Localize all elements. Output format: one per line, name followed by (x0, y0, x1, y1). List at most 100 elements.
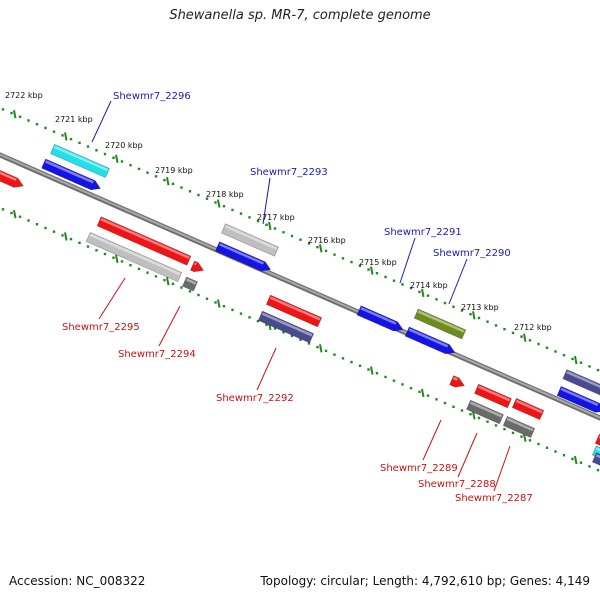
tick-dot (52, 230, 56, 233)
major-tick (370, 266, 374, 275)
major-tick (217, 199, 221, 208)
tick-dot (545, 446, 549, 449)
leader-line (256, 347, 277, 391)
leader-line (262, 177, 271, 225)
major-tick (319, 344, 323, 353)
tick-dot (350, 360, 353, 364)
gene-feature (502, 416, 536, 438)
tick-dot (61, 234, 64, 237)
tick-dot (197, 193, 200, 197)
ruler-label: 2718 kbp (206, 190, 244, 199)
gene-shine (54, 145, 109, 172)
major-tick (370, 366, 374, 375)
tick-dot (103, 152, 107, 156)
tick-dot (554, 450, 557, 453)
tick-dot (469, 313, 472, 316)
tick-dot (418, 390, 421, 394)
ruler-label: 2712 kbp (514, 323, 552, 332)
tick-dot (520, 435, 523, 438)
tick-dot (197, 293, 200, 297)
tick-dot (596, 368, 600, 372)
ruler-label: 2719 kbp (155, 166, 193, 175)
tick-dot (52, 130, 56, 133)
major-tick (421, 388, 425, 398)
gene-label: Shewmr7_2294 (118, 349, 196, 360)
tick-dot (299, 338, 302, 341)
tick-dot (171, 282, 175, 286)
tick-dot (384, 275, 387, 279)
tick-dot (358, 264, 362, 267)
tick-dot (78, 141, 81, 145)
gene-body (50, 143, 110, 179)
tick-dot (401, 383, 404, 386)
ruler-label: 2715 kbp (359, 258, 397, 267)
gene-label: Shewmr7_2291 (384, 227, 462, 238)
gene-feature (265, 294, 323, 328)
tick-dot (409, 386, 413, 390)
tick-dot (18, 215, 22, 218)
gene-feature (190, 260, 205, 273)
major-tick (166, 277, 170, 286)
tick-dot (537, 442, 540, 446)
major-tick (268, 221, 272, 231)
tick-dot (35, 223, 39, 226)
tick-dot (256, 319, 260, 323)
gene-shine (408, 328, 449, 348)
gene-feature (562, 369, 600, 397)
tick-dot (435, 398, 438, 401)
gene-shine (89, 233, 181, 276)
gene-body (85, 231, 183, 283)
tick-dot (112, 256, 115, 259)
gene-label: Shewmr7_2293 (250, 167, 328, 178)
gene-label: Shewmr7_2288 (418, 479, 496, 490)
tick-dot (486, 420, 489, 423)
tick-dot (171, 182, 175, 186)
leader-line (457, 432, 478, 478)
tick-dot (214, 301, 217, 304)
gene-body (257, 310, 315, 344)
tick-dot (112, 156, 115, 159)
leader-line (448, 258, 468, 305)
genome-summary-text: Topology: circular; Length: 4,792,610 bp… (260, 574, 590, 588)
gene-body (466, 399, 504, 425)
tick-dot (86, 145, 90, 148)
ruler-label: 2720 kbp (105, 141, 143, 150)
gene-shine (515, 399, 543, 414)
gene-body (562, 369, 600, 397)
major-tick (64, 232, 68, 241)
tick-dot (316, 245, 319, 249)
tick-dot (503, 427, 506, 431)
major-tick (13, 209, 17, 219)
leader-line (399, 237, 416, 284)
major-tick (115, 254, 119, 264)
tick-dot (1, 208, 5, 211)
tick-dot (435, 298, 438, 301)
leader-line (422, 419, 442, 461)
gene-shine (218, 243, 264, 265)
tick-dot (239, 212, 243, 215)
tick-dot (375, 372, 379, 375)
tick-dot (477, 416, 481, 420)
tick-dot (299, 238, 302, 241)
tick-dot (503, 327, 506, 331)
gene-body (474, 383, 512, 409)
tick-dot (528, 439, 532, 442)
gene-shine (453, 376, 458, 381)
backbone-highlight (0, 153, 600, 419)
tick-dot (392, 279, 396, 282)
tick-dot (290, 334, 294, 338)
outer-tick-track (1, 108, 600, 372)
tick-dot (367, 268, 370, 271)
gene-feature (404, 326, 456, 355)
tick-dot (384, 375, 387, 379)
gene-label: Shewmr7_2292 (216, 393, 294, 404)
gene-shine (0, 166, 17, 182)
gene-feature (594, 433, 600, 447)
gene-feature (0, 164, 24, 188)
tick-dot (426, 294, 430, 297)
tick-dot (282, 231, 285, 234)
tick-dot (120, 260, 124, 263)
tick-dot (248, 316, 251, 319)
tick-dot (44, 126, 47, 130)
tick-dot (469, 413, 472, 416)
